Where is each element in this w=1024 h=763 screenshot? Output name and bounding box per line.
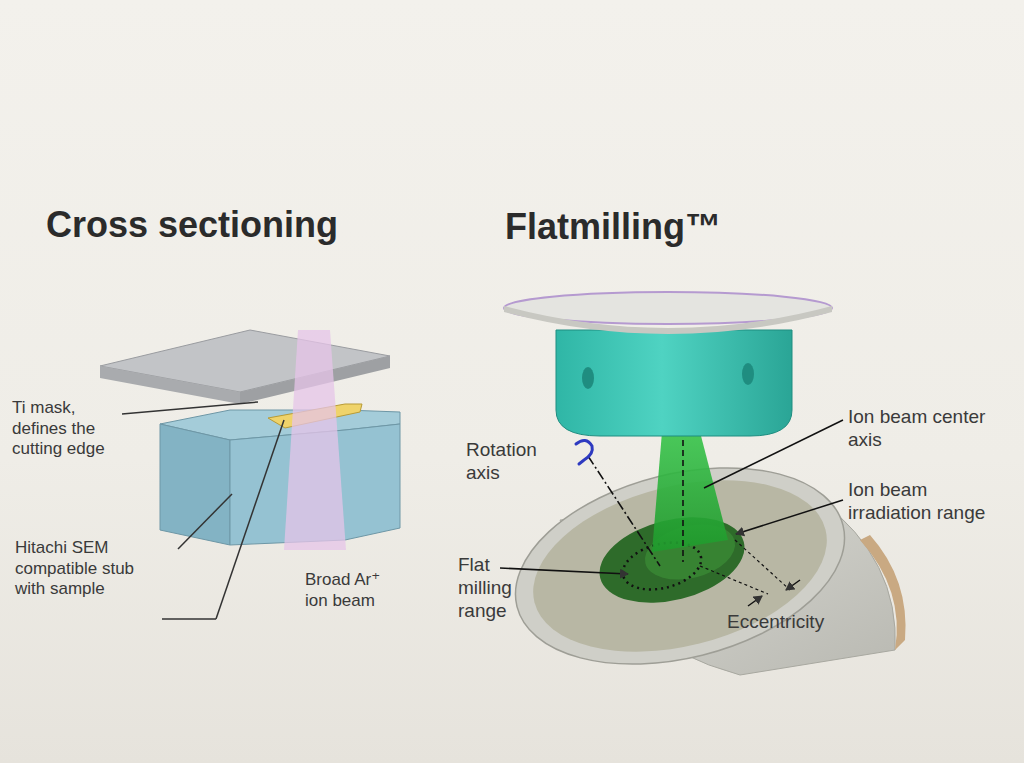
section-heading: Cross sectioning xyxy=(46,203,338,247)
callout-label: Broad Ar⁺ ion beam xyxy=(305,570,397,611)
callout-label: Flat milling range xyxy=(458,553,530,623)
callout-label: Hitachi SEM compatible stub with sample xyxy=(15,538,150,600)
callout-label: Rotation axis xyxy=(466,438,548,484)
flatmilling-figure xyxy=(495,292,906,696)
section-heading: Flatmilling™ xyxy=(505,205,721,249)
callout-label: Ion beam center axis xyxy=(848,405,1008,451)
callout-label: Eccentricity xyxy=(727,610,867,633)
callout-label: Ti mask, defines the cutting edge xyxy=(12,398,120,460)
callout-label: Ion beam irradiation range xyxy=(848,478,1010,524)
cross-section-figure xyxy=(100,330,400,619)
